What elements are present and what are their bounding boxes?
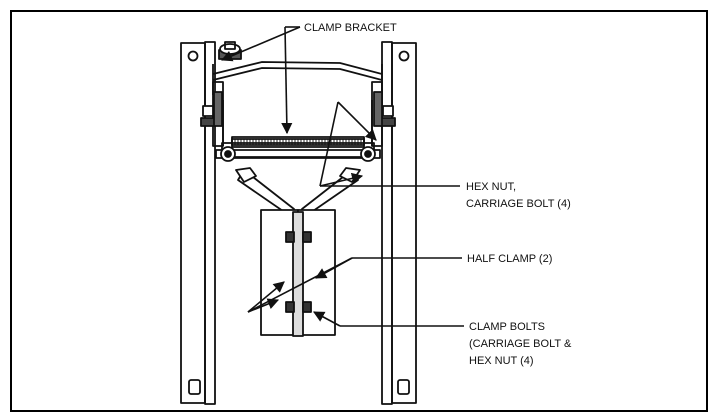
left-upright	[180, 41, 216, 405]
clamp-bolts-label-line3: HEX NUT (4)	[469, 355, 534, 367]
half-clamp-label: HALF CLAMP (2)	[467, 253, 552, 265]
cross-bar	[215, 136, 381, 159]
callout-labels: CLAMP BRACKET HEX NUT, CARRIAGE BOLT (4)…	[304, 22, 572, 367]
leader-lines	[220, 26, 464, 327]
right-upright	[381, 41, 417, 405]
hex-nut-label-line2: CARRIAGE BOLT (4)	[466, 198, 571, 210]
diagram-border	[10, 10, 708, 412]
side-hardware	[200, 91, 396, 162]
hex-nut-label-line1: HEX NUT,	[466, 181, 516, 193]
clamp-bolts-label-line2: (CARRIAGE BOLT &	[469, 338, 572, 350]
clamp-drawing	[180, 41, 417, 405]
clamp-bracket-label: CLAMP BRACKET	[304, 22, 397, 34]
clamp-bolts-label-line1: CLAMP BOLTS	[469, 321, 545, 333]
clamp-bracket	[212, 61, 383, 147]
